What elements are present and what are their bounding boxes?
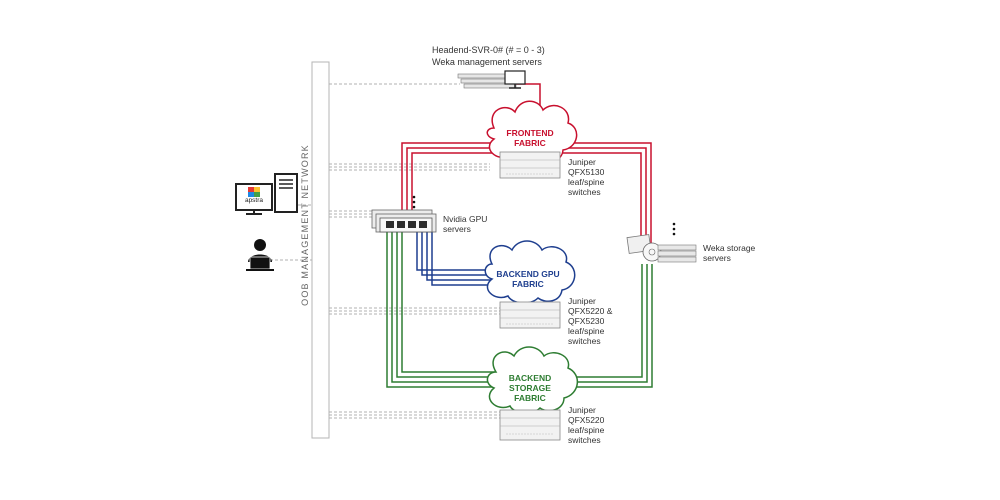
storage-servers-more-dots	[672, 222, 676, 236]
oob-dashed-links	[270, 83, 500, 419]
backend-storage-fabric-name: BACKEND STORAGE FABRIC	[508, 373, 552, 403]
frontend-links	[401, 83, 652, 245]
management-servers-title: Headend-SVR-0# (# = 0 - 3)	[432, 45, 545, 55]
gpu-servers-icon	[371, 209, 437, 233]
gpu-servers-more-dots	[412, 195, 416, 209]
oob-management-bar	[311, 61, 330, 439]
backend-storage-fabric-cloud	[486, 346, 578, 414]
apstra-workstation-icon	[235, 173, 298, 215]
gpu-servers-label: Nvidia GPU servers	[443, 214, 488, 234]
backend-storage-switch-icon	[499, 409, 561, 441]
backend-gpu-links	[416, 232, 492, 286]
backend-storage-links	[386, 232, 653, 388]
backend-gpu-fabric-cloud	[484, 240, 576, 304]
operator-user-icon	[246, 239, 274, 271]
backend-gpu-switch-label: Juniper QFX5220 & QFX5230 leaf/spine swi…	[568, 296, 613, 346]
management-servers-icon	[457, 70, 526, 89]
management-servers-subtitle: Weka management servers	[432, 57, 542, 67]
apstra-logo-text: apstra	[244, 197, 264, 204]
backend-storage-switch-label: Juniper QFX5220 leaf/spine switches	[568, 405, 605, 445]
backend-gpu-switch-icon	[499, 301, 561, 329]
backend-gpu-fabric-name: BACKEND GPU FABRIC	[496, 269, 560, 289]
frontend-switch-icon	[499, 151, 561, 179]
frontend-switch-label: Juniper QFX5130 leaf/spine switches	[568, 157, 605, 197]
storage-servers-icon	[626, 234, 697, 263]
storage-servers-label: Weka storage servers	[703, 243, 756, 263]
oob-network-label: OOB MANAGEMENT NETWORK	[300, 144, 310, 306]
frontend-fabric-name: FRONTEND FABRIC	[506, 128, 554, 148]
frontend-fabric-cloud	[486, 100, 578, 164]
